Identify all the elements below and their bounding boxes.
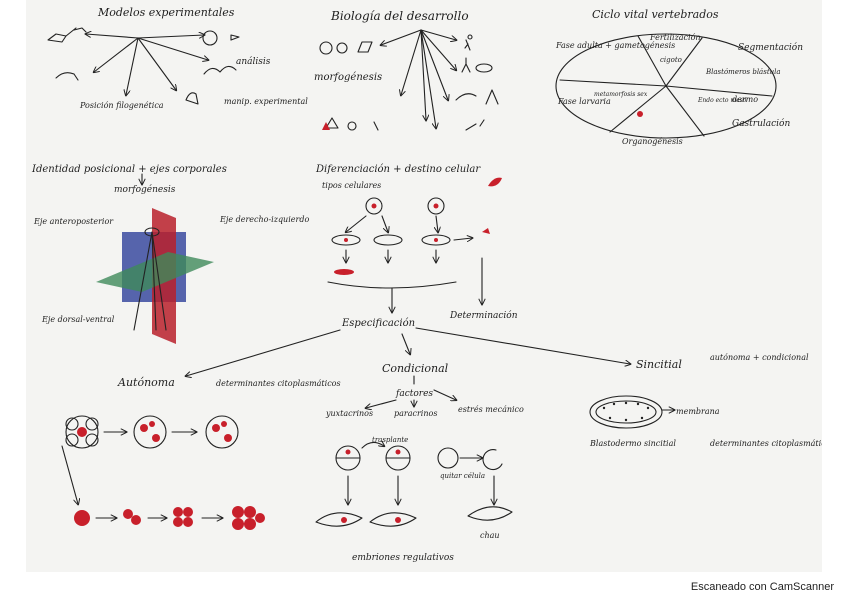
ciclo-fase-adulta: Fase adulta + gametogénesis: [555, 41, 675, 50]
modelos-filogenetica: Posición filogenética: [79, 101, 164, 110]
scanned-notes-page: Modelos experimentales análisis Posición…: [26, 0, 822, 572]
autonoma-title: Autónoma: [117, 376, 175, 389]
section-ciclo: Ciclo vital vertebrados Fase adulta + ga…: [555, 8, 803, 146]
modelos-analisis: análisis: [236, 56, 271, 67]
condicional-estres: estrés mecánico: [458, 405, 524, 414]
ciclo-cigoto: cigoto: [660, 56, 682, 64]
ciclo-fase-larvaria: Fase larvaria: [557, 97, 611, 106]
ciclo-gastrulacion: Gastrulación: [732, 118, 790, 129]
determinacion-label: Determinación: [449, 310, 518, 321]
eje-derecho-izquierdo: Eje derecho-izquierdo: [219, 215, 309, 224]
sincitial-title: Sincitial: [636, 358, 682, 371]
section-identidad: Identidad posicional + ejes corporales m…: [31, 164, 309, 344]
sincitial-determinantes: determinantes citoplasmáticos: [710, 439, 822, 448]
section-autonoma: Autónoma determinantes citoplasmáticos: [62, 376, 341, 530]
sincitial-blastodermo: Blastodermo sincitial: [589, 439, 676, 448]
diferenciacion-title: Diferenciación + destino celular: [315, 164, 481, 175]
sincitial-membrana: membrana: [676, 407, 720, 416]
biologia-arrows: [381, 30, 456, 128]
handwritten-mindmap: Modelos experimentales análisis Posición…: [26, 0, 822, 572]
red-cell-icon: [488, 178, 502, 187]
condicional-yuxtacrinos: yuxtacrinos: [325, 409, 373, 418]
sincitial-autonoma-condicional: autónoma + condicional: [710, 353, 809, 362]
eje-anteroposterior: Eje anteroposterior: [33, 217, 114, 226]
autonoma-determinantes: determinantes citoplasmáticos: [216, 379, 341, 388]
condicional-factores: factores: [395, 389, 433, 399]
section-sincitial: Sincitial autónoma + condicional membran…: [589, 353, 822, 448]
condicional-chau: chau: [480, 531, 500, 540]
green-plane: [96, 252, 214, 292]
identidad-morfogenesis: morfogénesis: [114, 184, 176, 195]
modelos-manip: manip. experimental: [224, 97, 308, 106]
scanner-watermark: Escaneado con CamScanner: [691, 581, 834, 593]
ciclo-metamorfosis: metamorfosis sex: [594, 91, 648, 98]
modelos-arrows: [86, 34, 208, 95]
differentiation-cells: [328, 198, 482, 312]
ciclo-dermo: dermo: [732, 95, 758, 104]
biologia-morfogenesis: morfogénesis: [314, 72, 382, 83]
condicional-embriones: embriones regulativos: [352, 553, 454, 563]
condicional-paracrinos: paracrinos: [394, 409, 437, 418]
ciclo-segmentacion: Segmentación: [738, 42, 803, 53]
section-diferenciacion: Diferenciación + destino celular tipos c…: [186, 164, 630, 376]
cycle-red-dot: [637, 111, 643, 117]
especificacion-label: Especificación: [341, 318, 415, 329]
identidad-title: Identidad posicional + ejes corporales: [31, 164, 227, 175]
syncytial-blastoderm: [590, 396, 674, 428]
ciclo-fertilizacion: Fertilización: [649, 33, 701, 42]
section-condicional: Condicional factores yuxtacrinos paracri…: [316, 362, 524, 563]
condicional-quitar: quitar célula: [440, 472, 485, 480]
regulative-embryos: [316, 442, 512, 526]
ciclo-blastomeros: Blastómeros blástula: [705, 68, 781, 76]
ciclo-organogenesis: Organogénesis: [622, 137, 683, 146]
autonomous-embryos: [62, 416, 265, 530]
condicional-title: Condicional: [382, 362, 449, 375]
eje-dorsal-ventral: Eje dorsal-ventral: [41, 315, 115, 324]
section-modelos: Modelos experimentales análisis Posición…: [48, 6, 308, 110]
diferenciacion-tipos: tipos celulares: [322, 181, 381, 190]
modelos-title: Modelos experimentales: [97, 6, 235, 19]
biologia-title: Biología del desarrollo: [330, 9, 469, 23]
ciclo-title: Ciclo vital vertebrados: [592, 8, 719, 21]
section-biologia: Biología del desarrollo morfogénesis: [314, 9, 498, 130]
